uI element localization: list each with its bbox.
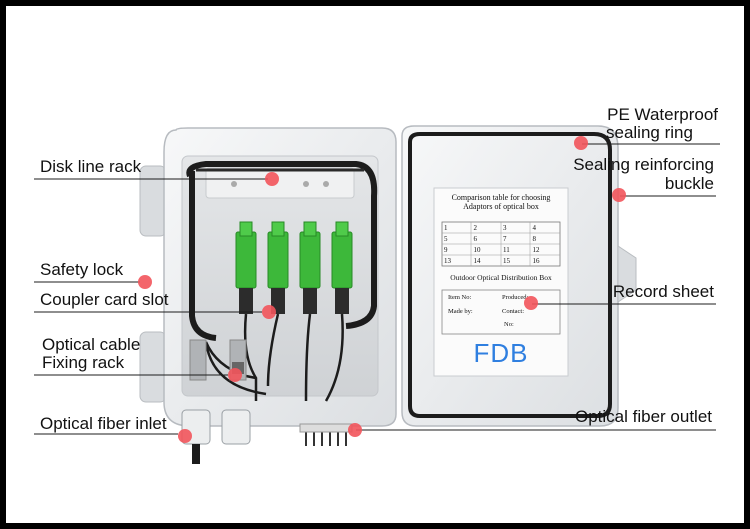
label-optical-cable-line2: Fixing rack (42, 353, 125, 372)
box-base (139, 127, 397, 464)
mount-ear-bottom-left (139, 331, 167, 403)
marker-optical-cable (228, 368, 242, 382)
grid-cell: 4 (532, 224, 537, 232)
grid-cell: 10 (473, 246, 481, 254)
adapter-bank (235, 221, 353, 314)
adapter-2 (267, 221, 289, 314)
label-safety-lock: Safety lock (40, 260, 124, 279)
grid-cell: 9 (444, 246, 448, 254)
grid-cell: 5 (444, 235, 448, 243)
grid-cell: 2 (473, 224, 478, 232)
grid-cell: 14 (473, 257, 481, 265)
card-field-produced: Produced: (502, 294, 529, 301)
label-optical-cable-line1: Optical cable (42, 335, 141, 354)
label-optical-fiber-outlet: Optical fiber outlet (574, 407, 712, 426)
card-title-line1: Comparison table for choosing (451, 193, 551, 202)
label-disk-line-rack: Disk line rack (40, 157, 142, 176)
grid-cell: 12 (532, 246, 540, 254)
label-record-sheet: Record sheet (612, 282, 714, 301)
label-optical-fiber-inlet: Optical fiber inlet (40, 414, 167, 433)
card-field-made-by: Made by: (448, 308, 473, 315)
distribution-box-illustration (34, 125, 720, 464)
record-fields-frame (441, 289, 561, 335)
marker-optical-fiber-outlet (348, 423, 362, 437)
grid-cell: 11 (503, 246, 510, 254)
card-field-contact: Contact: (502, 308, 525, 315)
marker-record-sheet (524, 296, 538, 310)
grid-cell: 7 (503, 235, 507, 243)
grid-cell: 13 (444, 257, 451, 265)
record-card (433, 187, 569, 377)
label-sealing-buckle-line2: buckle (664, 174, 714, 193)
box-lid (401, 125, 637, 427)
card-title-line2: Adaptors of optical box (463, 202, 539, 211)
label-coupler-card-slot: Coupler card slot (40, 290, 169, 309)
product-diagram: Comparison table for choosing Adaptors o… (6, 6, 744, 523)
label-sealing-buckle-line1: Sealing reinforcing (573, 155, 714, 174)
disk-line-rack (205, 167, 355, 199)
marker-coupler-card-slot (262, 305, 276, 319)
card-subtitle: Outdoor Optical Distribution Box (450, 273, 552, 282)
grid-cell: 15 (503, 257, 510, 265)
grid-cell: 16 (532, 257, 540, 265)
fiber-coil (186, 161, 378, 329)
grid-cell: 6 (473, 235, 478, 243)
marker-pe-waterproof (574, 136, 588, 150)
marker-safety-lock (138, 275, 152, 289)
label-pe-waterproof-line1: PE Waterproof (607, 105, 718, 124)
marker-optical-fiber-inlet (178, 429, 192, 443)
adapter-3 (299, 221, 321, 314)
waterproof-sealing-ring (408, 132, 612, 418)
label-pe-waterproof-line2: sealing ring (606, 123, 693, 142)
sealing-reinforcing-buckle (617, 245, 637, 303)
adapter-1 (235, 221, 257, 314)
mount-ear-top-left (139, 165, 167, 237)
grid-cell: 8 (532, 235, 537, 243)
grid-cell: 3 (503, 224, 507, 232)
card-field-item-no: Item No: (448, 294, 472, 301)
marker-disk-line-rack (265, 172, 279, 186)
brand-logo: FDB (473, 338, 529, 368)
card-title: Comparison table for choosing Adaptors o… (440, 193, 562, 211)
grid-cell: 1 (444, 224, 448, 232)
marker-sealing-buckle (612, 188, 626, 202)
card-field-no: No: (504, 321, 514, 328)
adapter-4 (331, 221, 353, 314)
